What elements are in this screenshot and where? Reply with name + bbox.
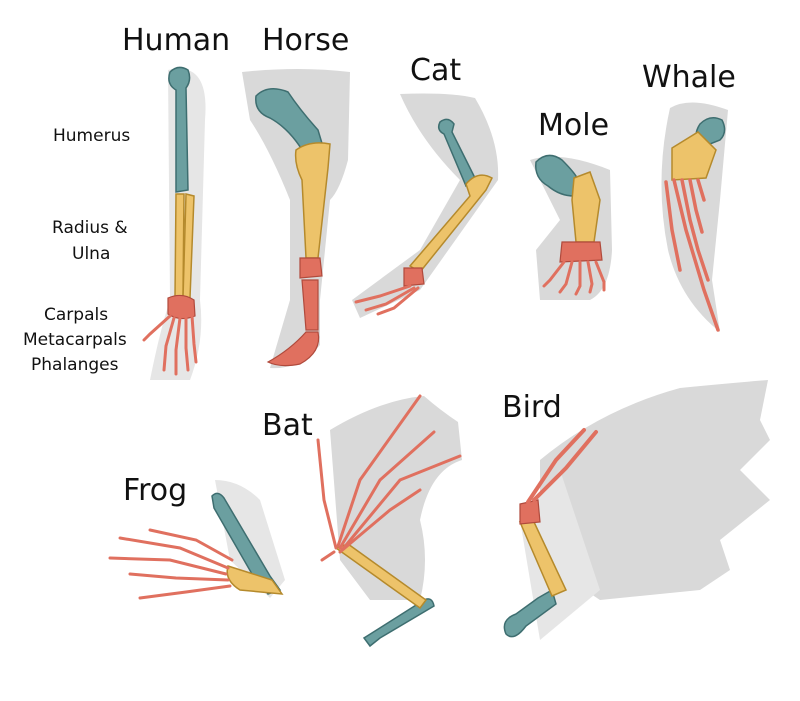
whale-radius-ulna	[671, 131, 717, 181]
bird-phalanges	[526, 428, 598, 504]
frog-limb	[108, 480, 285, 600]
human-humerus	[168, 66, 191, 193]
title-human: Human	[122, 23, 231, 58]
bird-carpals	[519, 499, 541, 525]
mole-carpals	[559, 241, 603, 263]
title-mole: Mole	[538, 108, 610, 143]
bird-humerus	[503, 588, 557, 638]
frog-phalanges	[108, 528, 234, 600]
title-horse: Horse	[262, 23, 350, 58]
mole-phalanges	[542, 260, 606, 296]
whale-phalanges	[664, 178, 720, 332]
title-frog: Frog	[123, 473, 188, 508]
frog-radius-ulna	[226, 565, 284, 595]
cat-limb	[352, 93, 499, 318]
title-bat: Bat	[262, 408, 313, 443]
horse-phalanx-hoof	[266, 331, 320, 367]
title-cat: Cat	[410, 53, 462, 88]
horse-carpals	[299, 257, 323, 279]
title-whale: Whale	[642, 60, 736, 95]
horse-metacarpal	[301, 279, 319, 331]
cat-radius-ulna	[408, 174, 493, 273]
human-radius	[174, 193, 185, 297]
human-carpals	[167, 294, 196, 320]
bat-phalanges	[316, 394, 462, 562]
mole-limb	[530, 154, 612, 300]
bat-limb	[316, 394, 462, 648]
title-bird: Bird	[502, 390, 562, 425]
cat-phalanges	[354, 284, 420, 316]
label-radius-ulna-line1: Radius &	[52, 218, 128, 238]
bird-limb	[503, 380, 770, 640]
human-phalanges	[142, 314, 198, 376]
label-radius-ulna-line2: Ulna	[72, 244, 111, 264]
label-phalanges: Phalanges	[31, 355, 119, 375]
label-carpals: Carpals	[44, 305, 109, 325]
cat-carpals	[403, 267, 425, 287]
whale-limb	[661, 102, 728, 332]
label-humerus: Humerus	[53, 126, 131, 146]
bat-humerus	[362, 598, 435, 648]
human-limb	[142, 66, 206, 381]
horse-limb	[242, 69, 350, 369]
label-metacarpals: Metacarpals	[23, 330, 127, 350]
